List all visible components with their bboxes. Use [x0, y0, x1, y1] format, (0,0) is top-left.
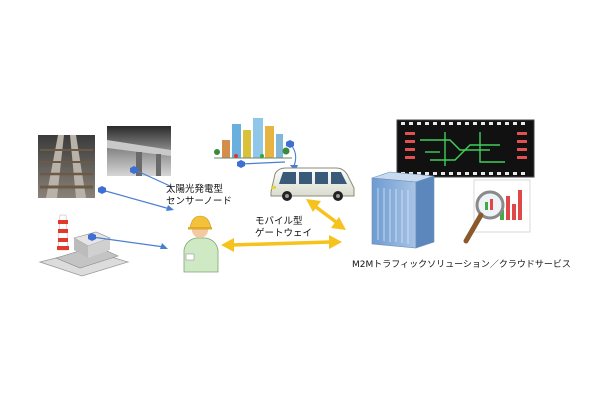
- sensor-node-tower: [286, 140, 294, 148]
- sensor-node-label-line1: 太陽光発電型: [166, 184, 224, 195]
- sensor-node-railway: [98, 186, 106, 194]
- sensor-node-plant: [88, 233, 96, 241]
- city-skyline-icon: [214, 118, 292, 159]
- sensor-nodes: [88, 140, 294, 241]
- railway-track-photo: [38, 135, 95, 198]
- mobile-gateway-label-line1: モバイル型: [255, 216, 303, 227]
- sensor-arrowheads: [160, 165, 298, 249]
- sensor-node-bridge: [130, 166, 138, 174]
- cloud-service-label: M2Mトラフィックソリューション／クラウドサービス: [352, 260, 571, 270]
- sensor-node-label-line2: センサーノード: [166, 196, 232, 207]
- van-icon: [270, 167, 355, 201]
- mobile-gateway-label-line2: ゲートウェイ: [255, 228, 313, 239]
- server-rack-icon: [371, 171, 435, 249]
- sensor-node-city: [237, 160, 245, 168]
- power-plant-icon: [38, 214, 130, 277]
- highway-bridge-photo: [107, 126, 171, 176]
- gateway-links: [221, 199, 346, 252]
- traffic-dashboard-icon: [396, 119, 535, 178]
- worker-icon: [183, 215, 219, 273]
- magnifier-analytics-icon: [463, 179, 531, 244]
